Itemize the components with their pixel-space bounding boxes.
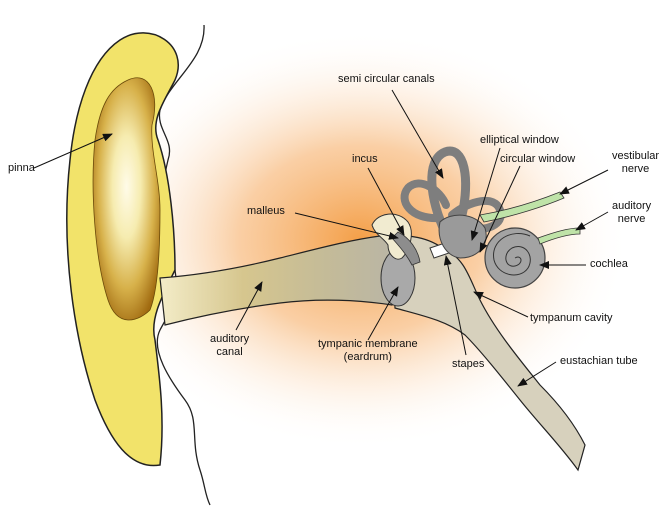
tympanum-cavity-shape xyxy=(391,235,586,472)
label-eustachian-tube: eustachian tube xyxy=(560,355,638,367)
label-circular-window: circular window xyxy=(500,153,576,165)
label-elliptical-window: elliptical window xyxy=(480,134,559,146)
cochlea-spiral xyxy=(493,232,531,276)
label-auditory-nerve-line1: auditory xyxy=(612,200,652,212)
pinna-concha xyxy=(92,77,161,321)
label-vestibular-nerve: vestibular nerve xyxy=(612,150,659,176)
label-tympanic-membrane-line1: tympanic membrane xyxy=(318,338,418,350)
label-vestibular-nerve-line1: vestibular xyxy=(612,150,660,162)
leader-pinna xyxy=(33,133,113,169)
label-semi-circular-canals: semi circular canals xyxy=(338,73,435,85)
label-stapes: stapes xyxy=(452,358,485,370)
leader-incus xyxy=(367,167,405,236)
leader-elliptical-window xyxy=(470,147,501,241)
label-malleus: malleus xyxy=(247,205,285,217)
leader-semi-circular-canals xyxy=(391,89,444,179)
leader-eustachian-tube xyxy=(517,361,557,387)
leader-vestibular-nerve xyxy=(559,169,609,195)
label-tympanic-membrane-line2: (eardrum) xyxy=(343,351,392,363)
label-auditory-nerve-line2: nerve xyxy=(617,213,646,225)
leader-lines xyxy=(33,89,609,387)
label-tympanic-membrane: tympanic membrane (eardrum) xyxy=(318,338,418,364)
label-incus: incus xyxy=(352,153,378,165)
label-auditory-canal-line2: canal xyxy=(216,346,243,358)
label-pinna: pinna xyxy=(8,162,35,174)
leader-auditory-nerve xyxy=(575,211,609,231)
leader-circular-window xyxy=(479,165,521,253)
label-auditory-canal: auditory canal xyxy=(210,333,249,359)
label-vestibular-nerve-line2: nerve xyxy=(621,163,650,175)
ossicle-malleus-shape xyxy=(391,231,421,266)
leader-malleus xyxy=(294,212,399,240)
label-tympanum-cavity: tympanum cavity xyxy=(530,312,613,324)
leader-tympanum-cavity xyxy=(473,291,529,318)
label-auditory-canal-line1: auditory xyxy=(210,333,250,345)
label-cochlea: cochlea xyxy=(590,258,628,270)
leader-auditory-canal xyxy=(235,281,263,331)
vestibular-nerve-shape xyxy=(479,191,565,223)
label-auditory-nerve: auditory nerve xyxy=(612,200,651,226)
leader-stapes xyxy=(443,255,467,356)
leader-tympanic-membrane xyxy=(367,286,399,341)
auditory-nerve-shape xyxy=(537,227,581,245)
